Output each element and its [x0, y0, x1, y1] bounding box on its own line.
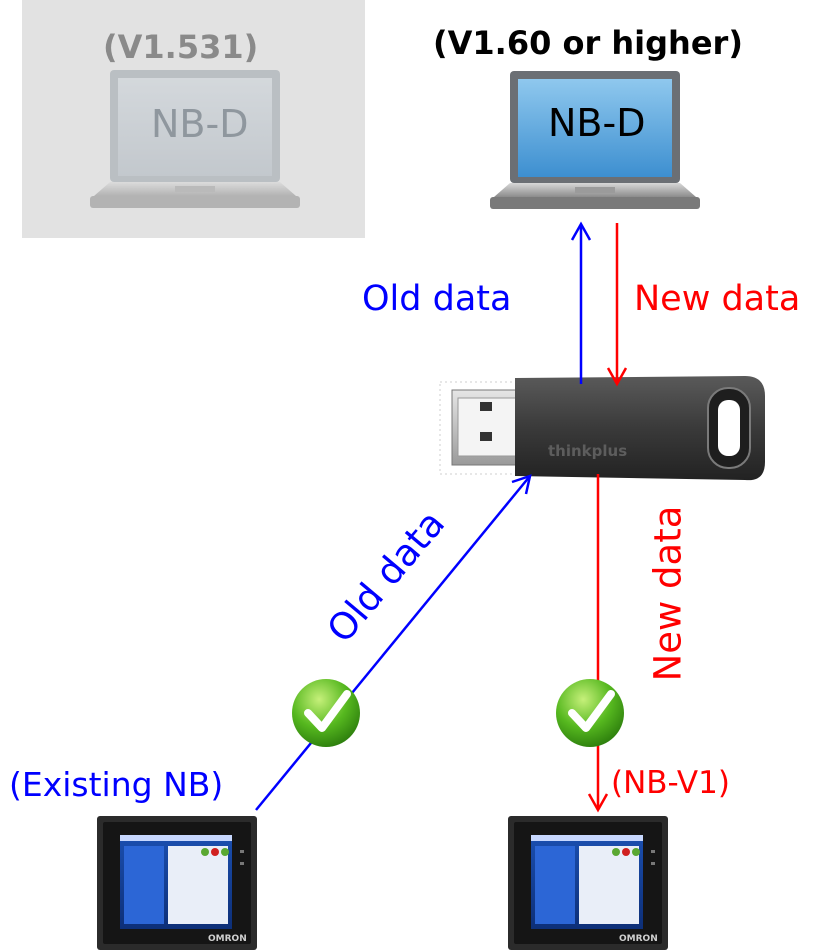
usb-drive-icon: [439, 376, 765, 481]
old-data-arrow-up: [570, 221, 592, 384]
check-icon: [292, 679, 360, 747]
old-data-arrow-diagonal: [255, 474, 532, 811]
usb-brand-label: thinkplus: [548, 442, 628, 460]
nb-v1-label: (NB-V1): [611, 765, 730, 801]
new-laptop-icon: [490, 71, 700, 209]
old-laptop-screen-label: NB-D: [151, 102, 249, 146]
check-icon: [556, 679, 624, 747]
nb-v1-hmi-icon: [508, 816, 668, 950]
old-laptop-icon: [90, 70, 300, 208]
existing-nb-label: (Existing NB): [9, 765, 224, 804]
new-data-arrow-hmi: [587, 474, 609, 813]
new-data-label-top: New data: [634, 279, 801, 319]
old-version-label: (V1.531): [103, 28, 259, 66]
nb-v1-brand: OMRON: [619, 934, 658, 944]
new-data-label-vertical: New data: [646, 505, 690, 682]
new-laptop-screen-label: NB-D: [548, 101, 646, 145]
existing-nb-brand: OMRON: [208, 934, 247, 944]
new-data-arrow-down: [606, 223, 628, 387]
existing-nb-hmi-icon: [97, 816, 257, 950]
old-data-label-top: Old data: [362, 279, 512, 319]
new-version-label: (V1.60 or higher): [433, 24, 743, 62]
